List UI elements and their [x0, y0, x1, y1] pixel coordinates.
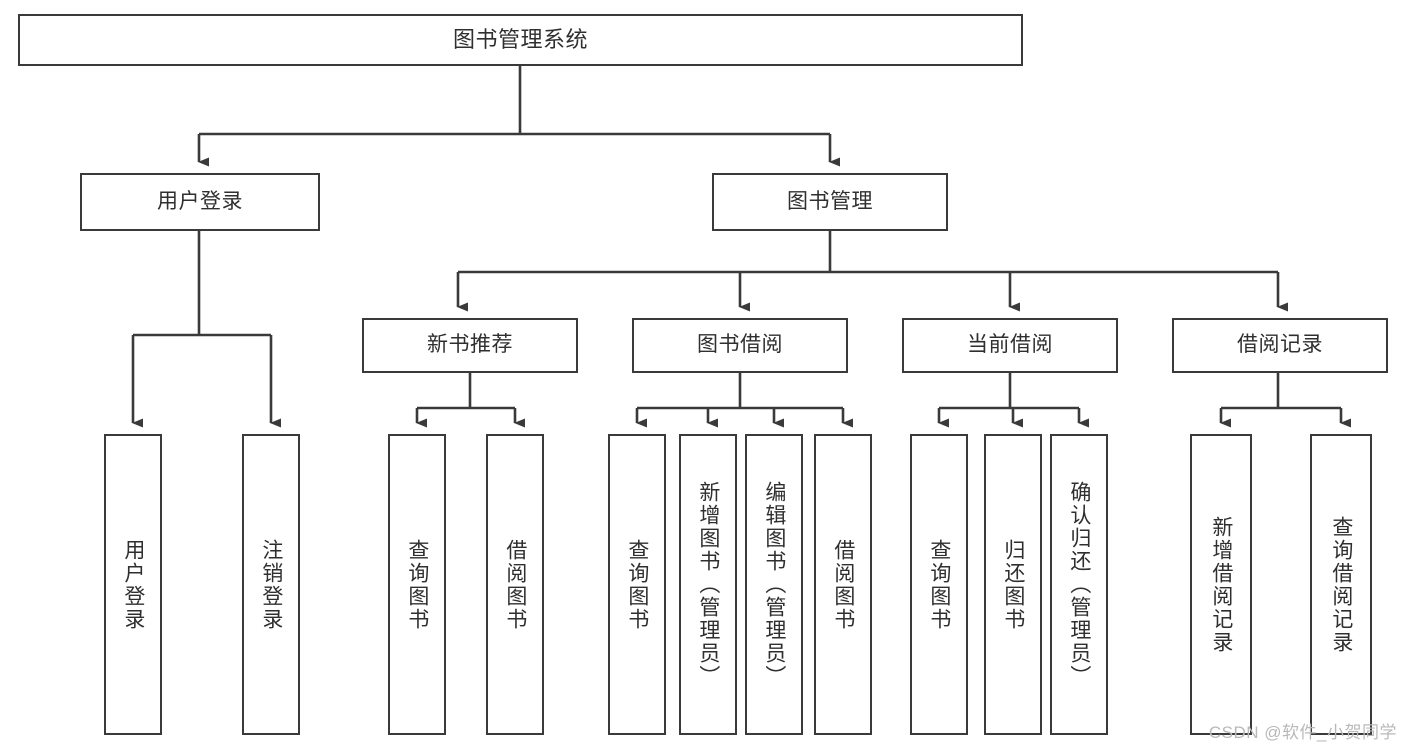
- node-new-book-recommend[interactable]: 新书推荐: [362, 318, 578, 373]
- leaf-label: 用户登录: [121, 538, 145, 631]
- node-current-borrow[interactable]: 当前借阅: [902, 318, 1118, 373]
- node-user-login[interactable]: 用户登录: [80, 173, 320, 231]
- node-book-borrow-label: 图书借阅: [697, 333, 783, 357]
- leaf-label: 编辑图书（管理员）: [762, 481, 786, 688]
- leaf-label: 新增图书（管理员）: [696, 481, 720, 688]
- node-root[interactable]: 图书管理系统: [18, 14, 1023, 66]
- leaf-query-book-borrow[interactable]: 查询图书: [608, 434, 666, 735]
- node-user-login-label: 用户登录: [157, 189, 243, 213]
- leaf-label: 查询图书: [927, 538, 951, 631]
- leaf-label: 查询借阅记录: [1329, 515, 1353, 654]
- node-new-book-recommend-label: 新书推荐: [427, 333, 513, 357]
- leaf-borrow-book[interactable]: 借阅图书: [814, 434, 872, 735]
- leaf-user-login[interactable]: 用户登录: [104, 434, 162, 735]
- leaf-user-logout[interactable]: 注销登录: [242, 434, 300, 735]
- node-current-borrow-label: 当前借阅: [967, 333, 1053, 357]
- node-book-management-label: 图书管理: [787, 189, 873, 213]
- leaf-label: 查询图书: [405, 538, 429, 631]
- leaf-label: 归还图书: [1001, 538, 1025, 631]
- node-borrow-record[interactable]: 借阅记录: [1172, 318, 1388, 373]
- leaf-label: 借阅图书: [831, 538, 855, 631]
- leaf-label: 注销登录: [259, 538, 283, 631]
- leaf-edit-book-admin[interactable]: 编辑图书（管理员）: [745, 434, 803, 735]
- leaf-query-borrow-record[interactable]: 查询借阅记录: [1310, 434, 1372, 735]
- node-root-label: 图书管理系统: [452, 27, 588, 53]
- node-book-borrow[interactable]: 图书借阅: [632, 318, 848, 373]
- leaf-add-borrow-record[interactable]: 新增借阅记录: [1190, 434, 1252, 735]
- leaf-confirm-return-admin[interactable]: 确认归还（管理员）: [1050, 434, 1108, 735]
- node-borrow-record-label: 借阅记录: [1237, 333, 1323, 357]
- node-book-management[interactable]: 图书管理: [712, 173, 948, 231]
- leaf-query-book-recommend[interactable]: 查询图书: [388, 434, 446, 735]
- leaf-borrow-book-recommend[interactable]: 借阅图书: [486, 434, 544, 735]
- leaf-label: 新增借阅记录: [1209, 515, 1233, 654]
- leaf-label: 查询图书: [625, 538, 649, 631]
- leaf-query-book-current[interactable]: 查询图书: [910, 434, 968, 735]
- leaf-label: 确认归还（管理员）: [1067, 481, 1091, 688]
- leaf-label: 借阅图书: [503, 538, 527, 631]
- leaf-return-book[interactable]: 归还图书: [984, 434, 1042, 735]
- leaf-add-book-admin[interactable]: 新增图书（管理员）: [679, 434, 737, 735]
